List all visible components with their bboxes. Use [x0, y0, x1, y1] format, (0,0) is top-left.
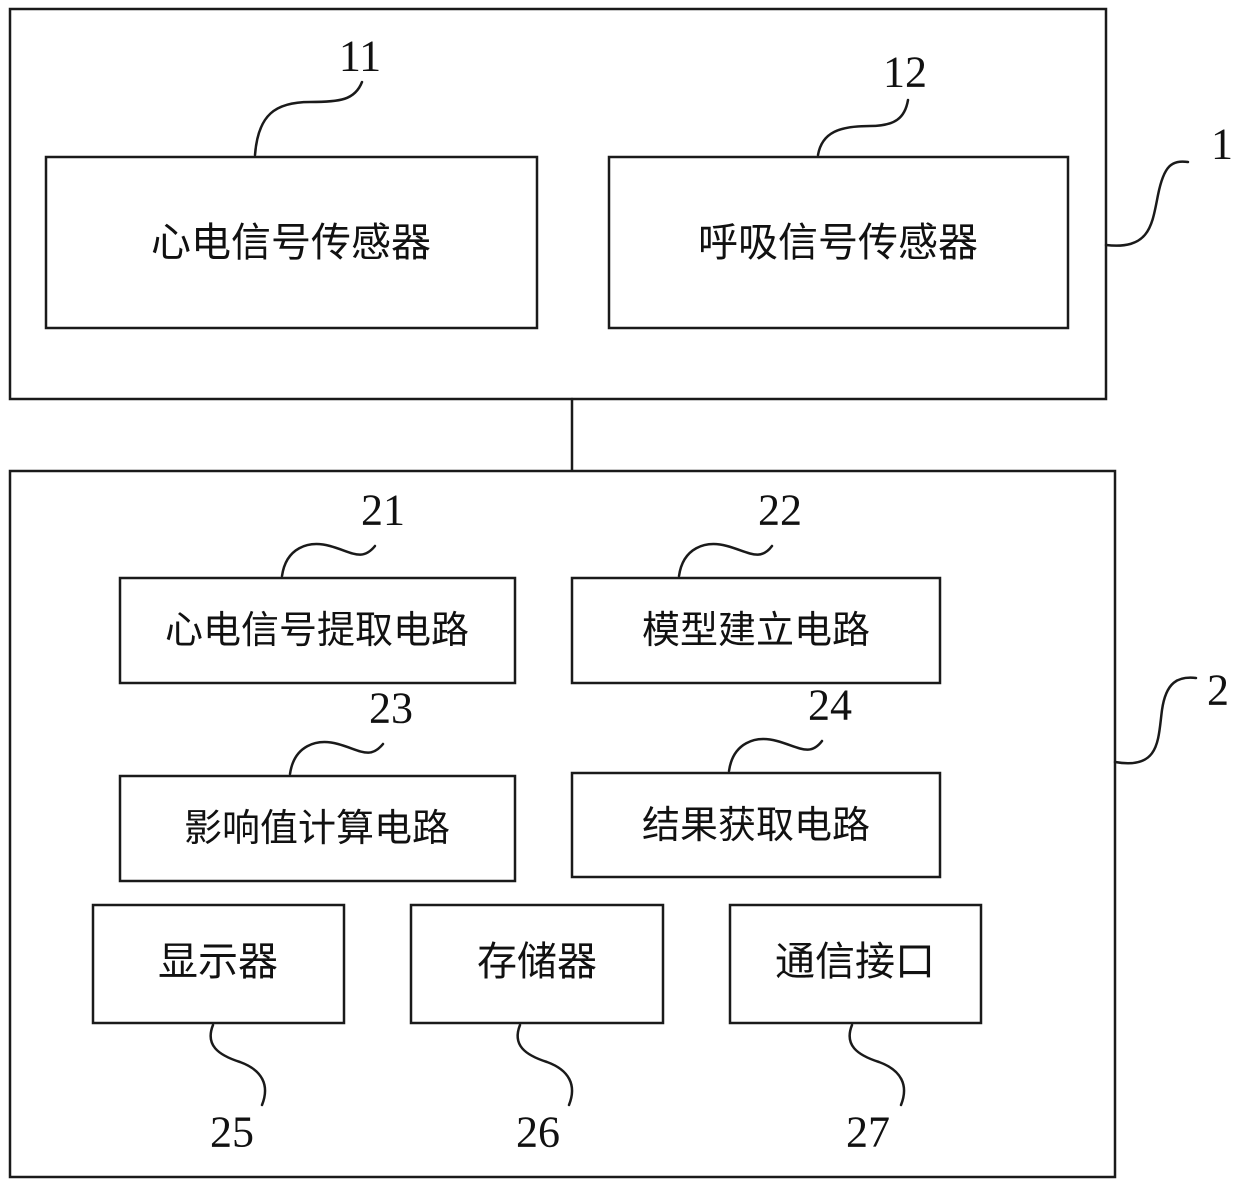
sensor-respiration-label: 呼吸信号传感器 — [698, 220, 978, 266]
peripheral-display-ref: 25 — [210, 1108, 254, 1157]
sensor-ecg-ref: 11 — [339, 32, 381, 81]
module-2-leader — [1115, 678, 1196, 764]
peripheral-comm-label: 通信接口 — [775, 939, 935, 985]
peripheral-storage-label: 存储器 — [477, 939, 597, 985]
sensor-ecg-label: 心电信号传感器 — [151, 220, 431, 266]
circuit-ecg-extraction-label: 心电信号提取电路 — [165, 608, 469, 652]
module-1-leader — [1106, 162, 1188, 246]
circuit-impact-calc-label: 影响值计算电路 — [184, 806, 450, 850]
circuit-result-ref: 24 — [808, 681, 852, 730]
module-1-ref: 1 — [1211, 120, 1233, 169]
circuit-model-build-label: 模型建立电路 — [642, 608, 870, 652]
peripheral-display-label: 显示器 — [158, 939, 278, 985]
peripheral-comm-ref: 27 — [846, 1108, 890, 1157]
module-1: 1 心电信号传感器 11 呼吸信号传感器 12 — [10, 9, 1233, 399]
circuit-model-build-ref: 22 — [758, 486, 802, 535]
module-2-ref: 2 — [1207, 666, 1229, 715]
sensor-respiration-ref: 12 — [883, 48, 927, 97]
circuit-ecg-extraction-ref: 21 — [361, 486, 405, 535]
circuit-impact-calc-ref: 23 — [369, 684, 413, 733]
module-2: 2 心电信号提取电路 21 模型建立电路 22 影响值计算电路 23 结果获取电… — [10, 471, 1229, 1177]
circuit-result-label: 结果获取电路 — [642, 803, 870, 847]
peripheral-storage-ref: 26 — [516, 1108, 560, 1157]
